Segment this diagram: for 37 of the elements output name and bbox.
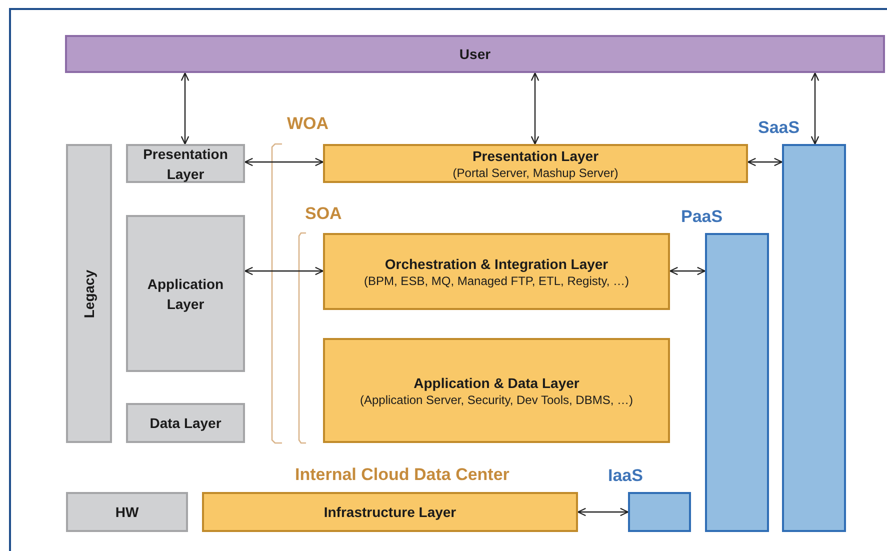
layer-box xyxy=(126,403,245,443)
layer-title: Application & Data Layer xyxy=(414,374,580,393)
layer-box xyxy=(323,233,670,310)
legacy-column xyxy=(66,144,112,443)
user-bar xyxy=(65,35,885,73)
service-heading: IaaS xyxy=(608,466,643,486)
layer-title: Infrastructure Layer xyxy=(324,503,456,522)
layer-box xyxy=(323,338,670,443)
layer-description: (BPM, ESB, MQ, Managed FTP, ETL, Registy, …) xyxy=(364,274,629,289)
arrow xyxy=(244,266,324,276)
arrow xyxy=(244,158,324,166)
arrow xyxy=(747,158,783,166)
layer-description: (Portal Server, Mashup Server) xyxy=(452,166,618,181)
layer-title: Presentation Layer xyxy=(142,144,229,184)
layer-title: Legacy xyxy=(80,269,98,318)
group-label: WOA xyxy=(287,114,329,134)
group-label: SOA xyxy=(305,204,342,224)
layer-title: Orchestration & Integration Layer xyxy=(384,255,608,274)
arrow xyxy=(810,72,820,145)
layer-box xyxy=(126,144,245,183)
layer-box xyxy=(126,215,245,372)
group-label: Internal Cloud Data Center xyxy=(295,465,510,485)
service-heading: PaaS xyxy=(681,207,723,227)
layer-title: Application Layer xyxy=(146,274,225,314)
layer-box xyxy=(323,144,748,183)
arrow xyxy=(669,266,706,276)
layer-title: Presentation Layer xyxy=(472,147,599,166)
layer-box xyxy=(202,492,578,532)
layer-description: (Application Server, Security, Dev Tools, DBMS, …) xyxy=(360,393,633,408)
layer-title: HW xyxy=(115,503,139,522)
arrow xyxy=(577,508,629,516)
layer-title: User xyxy=(459,45,491,64)
arrow xyxy=(530,72,540,145)
service-heading: SaaS xyxy=(758,118,800,138)
layer-box xyxy=(66,492,188,532)
arrow xyxy=(180,72,190,145)
layer-title: Data Layer xyxy=(150,414,222,433)
